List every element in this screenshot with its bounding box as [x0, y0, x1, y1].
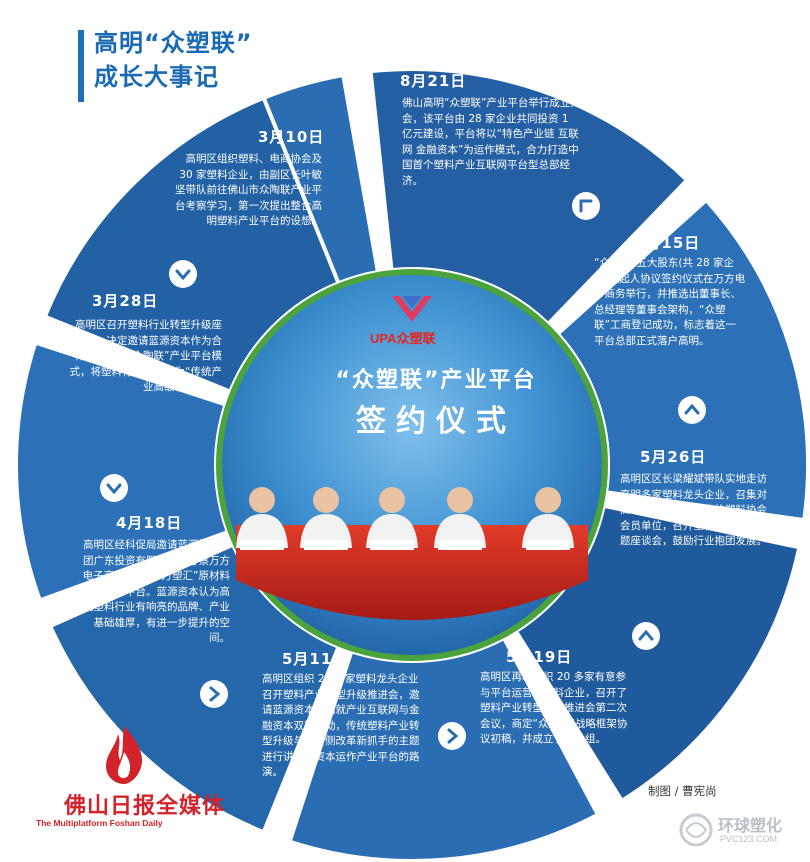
banner-logo-text: UPA众塑联: [370, 331, 436, 346]
person-head: [447, 487, 473, 513]
segment-group: [14, 67, 810, 862]
person-body: [434, 514, 486, 548]
event-date-may19: 5月19日: [506, 648, 573, 666]
logo-name: 佛山日报全媒体: [64, 794, 226, 819]
chevron-icon: [579, 199, 593, 213]
event-text-may26: 高明区区长梁耀斌带队实地走访高明多家塑料龙头企业，召集对高明财税贡献比较大的塑料…: [620, 473, 767, 547]
chevron-circle-icon: [169, 260, 197, 288]
person-body: [522, 514, 574, 548]
person-head: [313, 487, 339, 513]
logo-english: The Multiplatform Foshan Daily: [36, 818, 163, 828]
watermark-url: PVC123.COM: [720, 834, 778, 844]
foshan-daily-flame-logo: [106, 726, 143, 784]
person-head: [535, 487, 561, 513]
name-plate: [370, 540, 414, 550]
chevron-icon: [447, 728, 459, 744]
people-group: [236, 487, 574, 550]
page-title: 高明“众塑联” 成长大事记: [94, 26, 253, 94]
event-date-aug21: 8月21日: [400, 72, 467, 90]
name-plate: [438, 540, 482, 550]
event-date-mar28: 3月28日: [92, 292, 159, 310]
name-plate: [240, 540, 284, 550]
watermark-text: 环球塑化: [718, 816, 783, 835]
upa-logo-mark: [392, 296, 432, 322]
title-accent-bar: [78, 30, 84, 102]
person-body: [236, 514, 288, 548]
signing-scene: [236, 487, 588, 620]
person-body: [300, 514, 352, 548]
event-date-mar10: 3月10日: [258, 128, 325, 146]
event-date-apr18: 4月18日: [116, 514, 183, 532]
event-text-aug21: 佛山高明“众塑联”产业平台举行成立大会，该平台由 28 家企业共同投资 1 亿元…: [402, 97, 581, 187]
person-head: [379, 487, 405, 513]
chevron-circle-icon: [632, 622, 660, 650]
person-body: [366, 514, 418, 548]
chevron-circle-icon: [678, 396, 706, 424]
title-line-2: 成长大事记: [94, 63, 219, 91]
banner-subtitle: 签约仪式: [356, 404, 516, 439]
event-text-may19: 高明区再次组织 20 多家有意参与平台运营的塑料企业，召开了塑料产业转型升级推进…: [480, 671, 628, 745]
event-text-apr18: 高明区经科促局邀请蓝源投资集团广东投资有限公司，考察万方电子商务园区和“万塑汇”…: [82, 539, 230, 644]
event-date-may26: 5月26日: [640, 448, 707, 466]
timeline-segment: [554, 197, 810, 523]
name-plate: [526, 540, 570, 550]
banner-title: “众塑联”产业平台: [335, 368, 537, 393]
watermark-icon: [679, 813, 713, 847]
chevron-group: [100, 192, 706, 750]
event-date-may11: 5月11日: [282, 650, 349, 668]
event-text-jun15: “众塑联”五大股东(共 28 家企业)发起人协议签约仪式在万方电子商务举行，并推…: [594, 257, 746, 347]
chevron-icon: [684, 403, 700, 415]
chevron-icon: [638, 629, 654, 641]
event-date-jun15: 6月15日: [634, 234, 701, 252]
chevron-circle-icon: [572, 192, 600, 220]
name-plate: [304, 540, 348, 550]
person-head: [249, 487, 275, 513]
chevron-icon: [209, 686, 221, 702]
chevron-circle-icon: [100, 474, 128, 502]
event-text-mar28: 高明区召开塑料行业转型升级座谈会，决定邀请蓝源资本作为合作方，借鉴“众陶联”产业…: [69, 319, 222, 393]
chevron-circle-icon: [438, 722, 466, 750]
event-text-mar10: 高明区组织塑料、电商协会及 30 家塑料企业，由副区长叶敏坚带队前往佛山市众陶联…: [175, 153, 322, 227]
credit: 制图 / 曹宪尚: [648, 784, 717, 798]
chevron-icon: [106, 483, 122, 495]
chevron-circle-icon: [200, 680, 228, 708]
title-line-1: 高明“众塑联”: [94, 29, 253, 57]
chevron-icon: [175, 269, 191, 281]
event-text-may11: 高明区组织 20 多家塑料龙头企业召开塑料产业转型升级推进会，邀请蓝源资本集团就…: [262, 673, 420, 778]
